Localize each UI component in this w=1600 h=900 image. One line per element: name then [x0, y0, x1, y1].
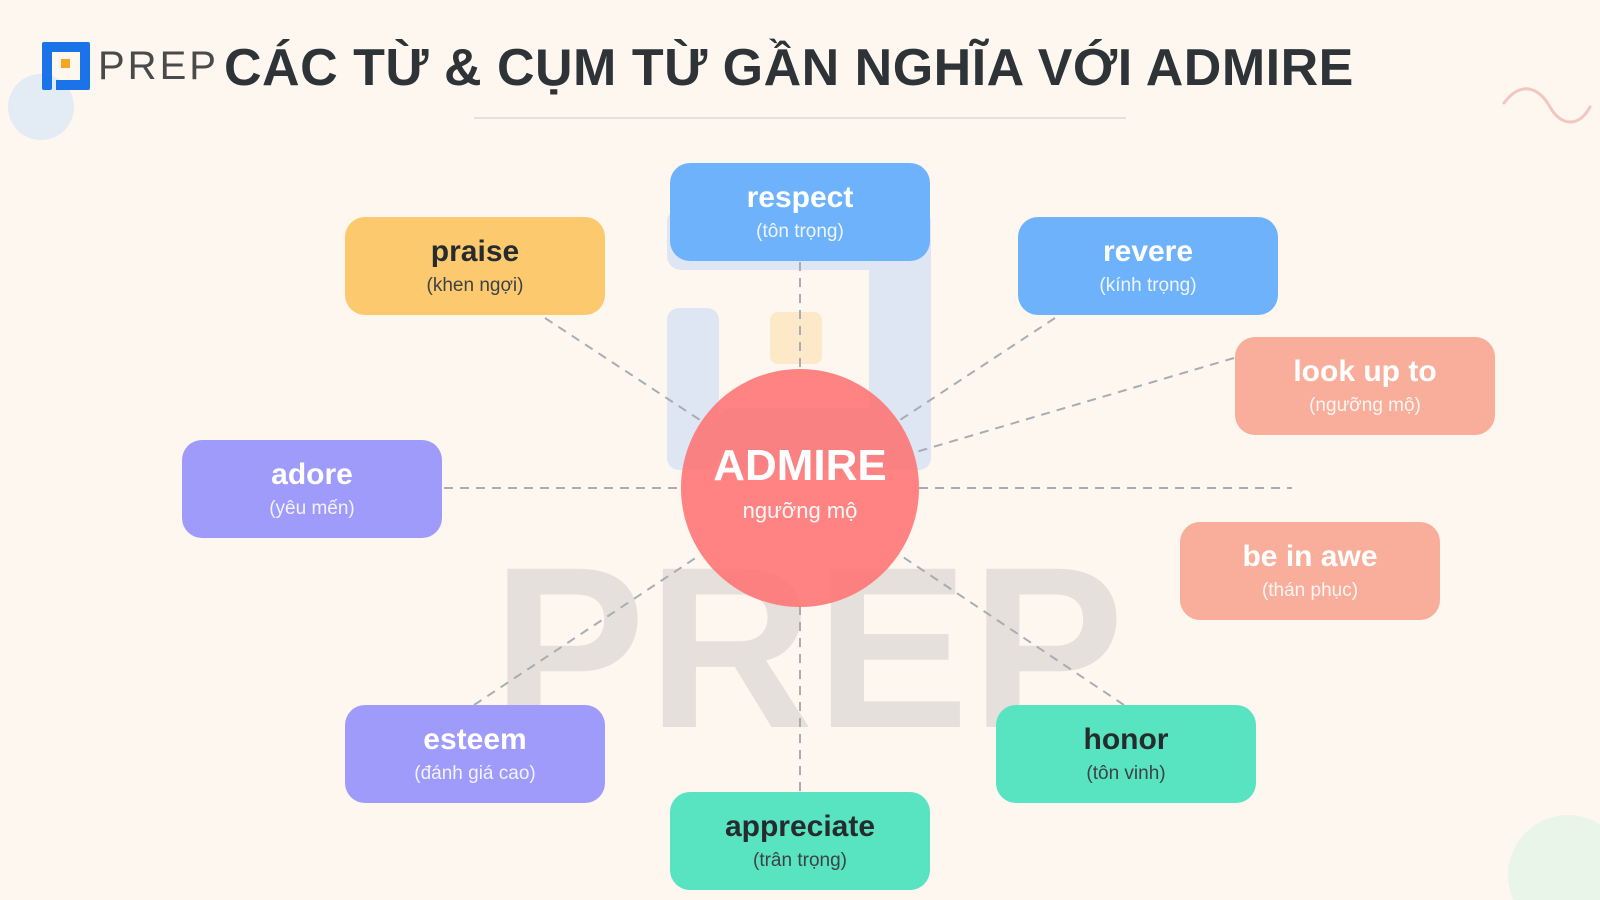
node-word: look up to: [1293, 355, 1437, 388]
node-meaning: (tôn vinh): [1086, 763, 1166, 784]
node-word: praise: [430, 235, 520, 268]
node-meaning: (ngưỡng mộ): [1309, 395, 1421, 416]
node-look-up-to[interactable]: look up to (ngưỡng mộ): [1235, 337, 1495, 435]
node-honor[interactable]: honor (tôn vinh): [996, 705, 1256, 803]
node-word: appreciate: [724, 810, 876, 843]
node-word: respect: [746, 181, 854, 214]
node-respect[interactable]: respect (tôn trọng): [670, 163, 930, 261]
node-meaning: (tôn trọng): [756, 221, 844, 242]
node-be-in-awe[interactable]: be in awe (thán phục): [1180, 522, 1440, 620]
node-meaning: (trân trọng): [753, 850, 847, 871]
node-meaning: (yêu mến): [269, 498, 355, 519]
node-esteem[interactable]: esteem (đánh giá cao): [345, 705, 605, 803]
brand-name: PREP: [98, 44, 219, 88]
decorative-wave-icon: [1502, 87, 1592, 124]
node-revere[interactable]: revere (kính trọng): [1018, 217, 1278, 315]
node-meaning: (thán phục): [1261, 580, 1359, 601]
node-praise[interactable]: praise (khen ngợi): [345, 217, 605, 315]
node-meaning: (đánh giá cao): [414, 763, 536, 784]
node-appreciate[interactable]: appreciate (trân trọng): [670, 792, 930, 890]
node-meaning: (khen ngợi): [426, 275, 524, 296]
page-title: CÁC TỪ & CỤM TỪ GẦN NGHĨA VỚI ADMIRE: [224, 39, 1354, 97]
node-meaning: (kính trọng): [1099, 275, 1197, 296]
center-node-admire[interactable]: ADMIRE ngưỡng mộ: [681, 369, 919, 607]
node-adore[interactable]: adore (yêu mến): [182, 440, 442, 538]
node-word: be in awe: [1242, 540, 1378, 573]
center-word: ADMIRE: [713, 441, 887, 490]
node-word: honor: [1083, 723, 1169, 756]
node-word: revere: [1102, 235, 1194, 268]
node-word: adore: [271, 458, 353, 491]
title-divider: [474, 117, 1126, 119]
center-meaning: ngưỡng mộ: [742, 498, 858, 523]
prep-logo-icon: [42, 42, 90, 90]
node-word: esteem: [423, 723, 527, 756]
